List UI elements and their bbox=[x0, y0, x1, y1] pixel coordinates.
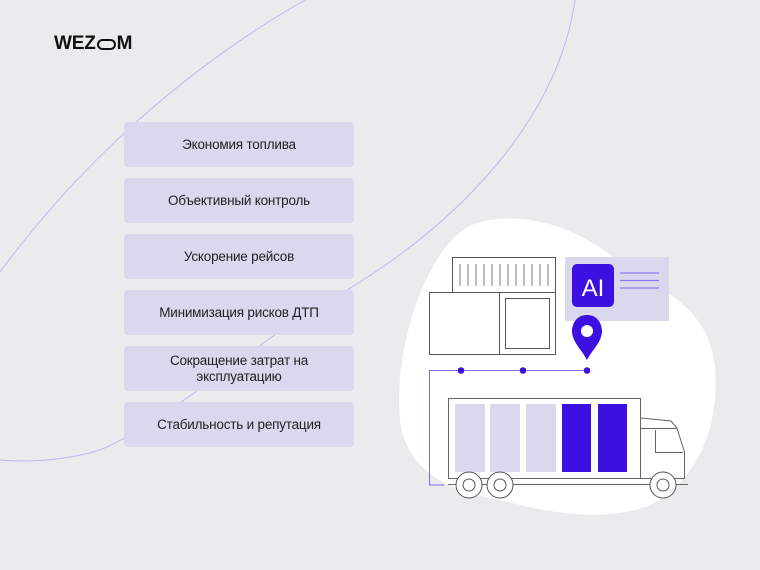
location-pin-icon bbox=[572, 315, 602, 360]
logo-text-prefix: WEZ bbox=[54, 33, 96, 54]
truck-wheels bbox=[455, 471, 677, 499]
ai-card-icon: AI bbox=[565, 257, 669, 321]
logo-text-suffix: M bbox=[116, 33, 133, 54]
benefit-card-fuel-economy: Экономия топлива bbox=[124, 122, 354, 167]
benefit-label: Стабильность и репутация bbox=[157, 416, 321, 432]
route-connector bbox=[429, 370, 587, 486]
benefit-card-objective-control: Объективный контроль bbox=[124, 178, 354, 223]
warehouse-icon bbox=[429, 257, 556, 355]
benefit-card-accident-risk: Минимизация рисков ДТП bbox=[124, 290, 354, 335]
wezom-logo[interactable]: WEZ M bbox=[54, 33, 132, 55]
truck-icon bbox=[448, 398, 688, 499]
truck-load-bars bbox=[455, 404, 627, 472]
benefit-label: Сокращение затрат на эксплуатацию bbox=[169, 352, 309, 384]
benefit-label: Минимизация рисков ДТП bbox=[159, 304, 319, 320]
ai-badge-label: AI bbox=[582, 275, 605, 302]
benefit-card-stability: Стабильность и репутация bbox=[124, 402, 354, 447]
benefit-card-operating-costs: Сокращение затрат на эксплуатацию bbox=[124, 346, 354, 391]
benefit-label: Экономия топлива bbox=[182, 136, 296, 152]
benefit-label: Объективный контроль bbox=[168, 192, 310, 208]
benefit-card-faster-trips: Ускорение рейсов bbox=[124, 234, 354, 279]
benefit-label: Ускорение рейсов bbox=[183, 248, 295, 264]
route-nodes bbox=[457, 367, 591, 374]
benefits-list: Экономия топлива Объективный контроль Ус… bbox=[124, 122, 354, 458]
logo-o-mark bbox=[96, 38, 116, 50]
